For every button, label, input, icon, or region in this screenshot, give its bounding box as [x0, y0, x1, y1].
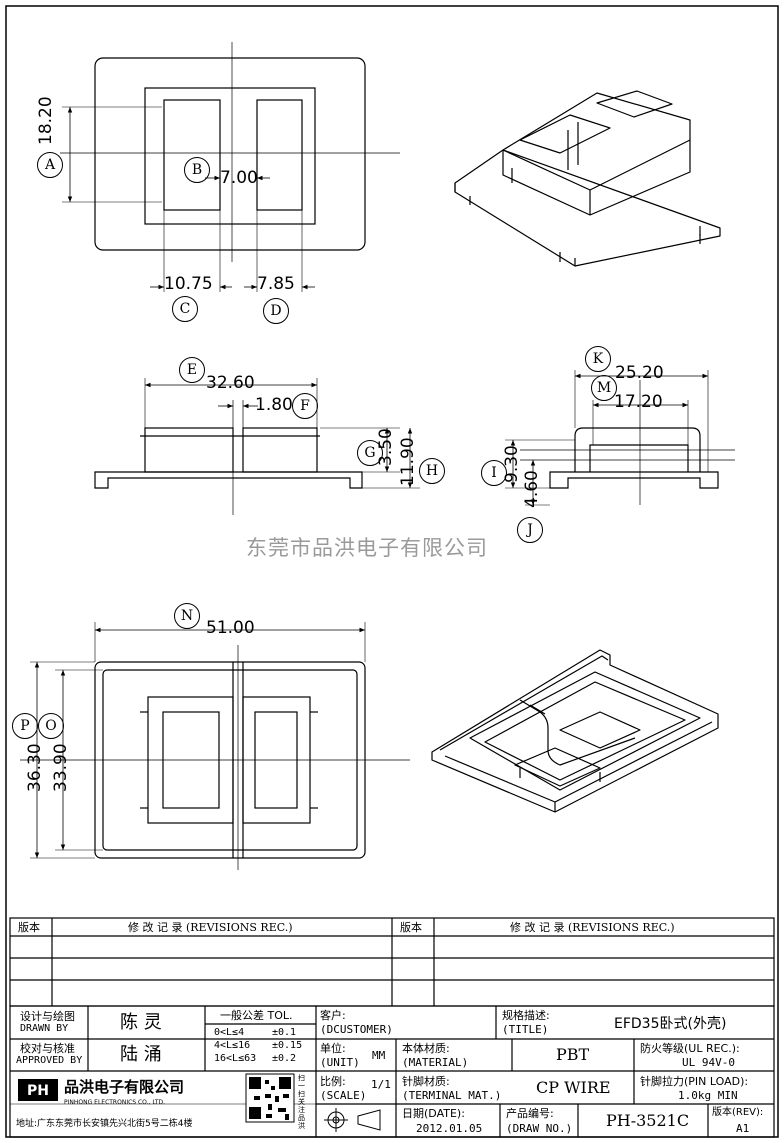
date-value: 2012.01.05 [416, 1122, 483, 1135]
drawn-by-label-en: DRAWN BY [20, 1023, 69, 1034]
title-value: EFD35卧式(外壳) [614, 1016, 727, 1032]
callout-o: O [38, 713, 64, 739]
callout-d: D [263, 298, 289, 324]
rev-value: A1 [736, 1122, 750, 1135]
projection-symbol-icon [324, 1108, 381, 1132]
revisions-table [9, 917, 775, 1007]
dim-32-60: 32.60 [206, 373, 255, 393]
unit-label-en: (UNIT) [320, 1056, 360, 1069]
top-view [60, 42, 400, 292]
tol-range-2: 4<L≤16 [214, 1040, 251, 1051]
iso-view-bottom [431, 649, 719, 813]
approved-by-value: 陆 涌 [120, 1044, 162, 1065]
title-label-en: (TITLE) [502, 1023, 549, 1036]
dim-4-60: 4.60 [522, 470, 542, 508]
dim-9-30: 9.30 [502, 445, 522, 483]
svg-text:PH: PH [27, 1083, 49, 1099]
scale-label-en: (SCALE) [320, 1089, 367, 1102]
tol-value-3: ±0.2 [272, 1053, 297, 1064]
title-block-grid [9, 1005, 775, 1138]
callout-g: G [357, 440, 383, 466]
rev-col-version: 版本 [18, 921, 40, 934]
title-label-cn: 规格描述: [502, 1009, 550, 1022]
tol-value-2: ±0.15 [272, 1040, 303, 1051]
draw-no-label-en: (DRAW NO.) [506, 1122, 573, 1135]
rev-label: 版本(REV): [712, 1107, 764, 1118]
dim-33-90: 33.90 [51, 743, 71, 792]
dim-25-20: 25.20 [615, 363, 664, 383]
rev-col-record-2: 修 改 记 录 (REVISIONS REC.) [510, 921, 675, 934]
tol-range-3: 16<L≤63 [214, 1053, 257, 1064]
callout-c: C [172, 296, 198, 322]
rev-col-version-2: 版本 [400, 921, 422, 934]
unit-value: MM [372, 1049, 386, 1062]
terminal-label-cn: 针脚材质: [402, 1075, 450, 1088]
scale-value: 1/1 [371, 1078, 391, 1091]
approved-by-label-en: APPROVED BY [16, 1055, 83, 1066]
drawn-by-label-cn: 设计与绘图 [20, 1010, 75, 1023]
callout-i: I [481, 460, 507, 486]
qr-side-text: 扫一扫关注品洪 [298, 1074, 305, 1130]
customer-label-cn: 客户: [320, 1009, 346, 1022]
callout-p: P [12, 713, 38, 739]
dim-11-90: 11.90 [398, 437, 418, 486]
company-name-cn: 品洪电子有限公司 [64, 1078, 185, 1096]
terminal-value: CP WIRE [536, 1078, 611, 1097]
callout-n: N [174, 603, 200, 629]
drawn-by-value: 陈 灵 [120, 1012, 162, 1033]
ul-label: 防火等级(UL REC.): [640, 1042, 740, 1055]
company-name-en: PINHONG ELECTRONICS CO., LTD. [64, 1099, 166, 1106]
draw-no-value: PH-3521C [606, 1111, 690, 1130]
dim-17-20: 17.20 [614, 392, 663, 412]
callout-e: E [179, 357, 205, 383]
callout-a: A [37, 152, 63, 178]
tolerance-title: 一般公差 TOL. [220, 1009, 293, 1022]
tol-range-1: 0<L≤4 [214, 1027, 245, 1038]
tol-value-1: ±0.1 [272, 1027, 297, 1038]
dim-3-50: 3.50 [376, 428, 396, 466]
dim-1-80: 1.80 [255, 395, 293, 415]
dim-36-30: 36.30 [25, 743, 45, 792]
scale-label-cn: 比例: [320, 1075, 346, 1088]
dim-7-85: 7.85 [257, 274, 295, 294]
date-label: 日期(DATE): [402, 1107, 465, 1120]
pin-load-label: 针脚拉力(PIN LOAD): [640, 1075, 749, 1088]
draw-no-label-cn: 产品编号: [506, 1107, 554, 1120]
material-value: PBT [556, 1045, 590, 1064]
callout-h: H [419, 458, 445, 484]
dim-18-20: 18.20 [36, 96, 56, 145]
top-view-base [94, 57, 366, 251]
top-view-window-left [163, 99, 221, 211]
dim-7-00: 7.00 [220, 168, 258, 188]
rev-col-record: 修 改 记 录 (REVISIONS REC.) [128, 921, 293, 934]
dim-51-00: 51.00 [206, 618, 255, 638]
pin-load-value: 1.0kg MIN [678, 1089, 738, 1102]
company-watermark: 东莞市品洪电子有限公司 [246, 536, 488, 560]
dim-10-75: 10.75 [164, 274, 213, 294]
terminal-label-en: (TERMINAL MAT.) [402, 1089, 502, 1102]
callout-k: K [585, 346, 611, 372]
qr-code [245, 1073, 295, 1123]
customer-label-en: (DCUSTOMER) [320, 1023, 393, 1036]
unit-label-cn: 单位: [320, 1042, 346, 1055]
callout-j: J [517, 517, 543, 543]
material-label-en: (MATERIAL) [402, 1056, 469, 1069]
approved-by-label-cn: 校对与核准 [20, 1042, 75, 1055]
company-address: 地址:广东东莞市长安镇先兴北街5号二栋4楼 [16, 1119, 193, 1129]
top-view-frame [144, 87, 316, 225]
callout-m: M [591, 375, 617, 401]
ul-value: UL 94V-0 [682, 1056, 735, 1069]
callout-b: B [184, 157, 210, 183]
iso-view-top [454, 90, 721, 267]
callout-f: F [292, 393, 318, 419]
company-logo: PH [18, 1079, 58, 1101]
material-label-cn: 本体材质: [402, 1042, 450, 1055]
bottom-view [20, 622, 410, 870]
top-view-window-right [256, 99, 303, 211]
